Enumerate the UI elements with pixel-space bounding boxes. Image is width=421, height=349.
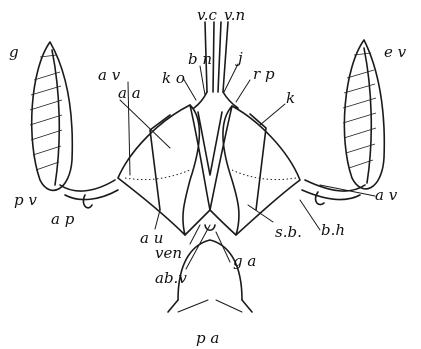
- label-bn: b n: [188, 50, 212, 68]
- label-bh: b.h: [321, 221, 345, 239]
- label-abv: ab.v: [155, 269, 187, 287]
- label-ko: k o: [162, 69, 185, 87]
- label-sb: s.b.: [275, 223, 302, 241]
- label-g: g: [9, 43, 19, 61]
- left-gill: [30, 42, 72, 190]
- label-ev: e v: [384, 43, 407, 61]
- right-gill: [343, 40, 384, 189]
- label-vn: v.n: [224, 6, 245, 24]
- label-ap: a p: [51, 210, 75, 228]
- label-ga: g a: [233, 252, 256, 270]
- label-pa: p a: [196, 329, 219, 347]
- right-body: [223, 106, 300, 235]
- label-j: j: [235, 49, 243, 67]
- left-branch: [60, 180, 118, 208]
- label-rp: r p: [253, 65, 275, 83]
- label-pv: p v: [14, 191, 37, 209]
- label-ven: ven: [155, 244, 182, 262]
- label-av-right: a v: [375, 186, 398, 204]
- label-aa: a a: [118, 84, 141, 102]
- label-vc: v.c: [197, 6, 217, 24]
- label-av-left: a v: [98, 66, 121, 84]
- label-k: k: [286, 89, 295, 107]
